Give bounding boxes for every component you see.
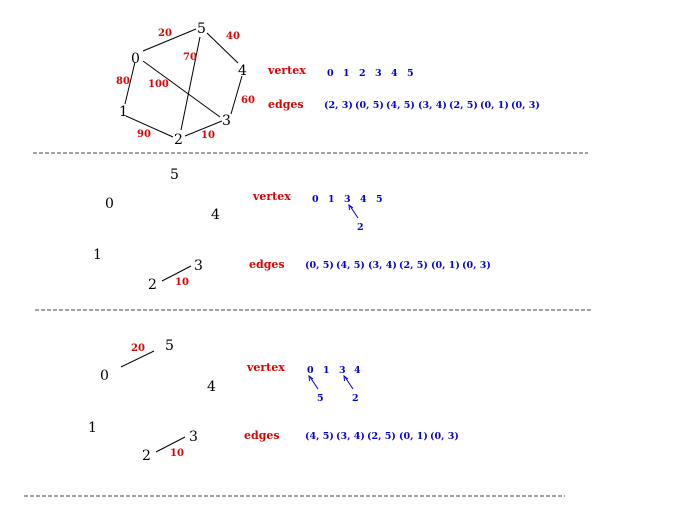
- vertex-item: 4: [360, 194, 367, 205]
- panel-2-graph: 5 0 4 1 3 2 10: [93, 167, 220, 293]
- node-label: 2: [142, 448, 151, 464]
- edge-0-5: [120, 350, 155, 368]
- edge-weight: 10: [175, 277, 189, 288]
- edge-0-5: [142, 28, 197, 52]
- edge-weight: 70: [183, 52, 197, 63]
- vertex-item: 3: [375, 68, 382, 79]
- vertex-item: 0: [327, 68, 334, 79]
- edge-weight: 90: [137, 129, 151, 140]
- edge-item: (3, 4): [336, 431, 365, 442]
- edge-weight: 100: [148, 79, 169, 90]
- edge-weight: 20: [131, 343, 145, 354]
- edges-label: edges: [244, 429, 280, 442]
- vertex-item: 5: [376, 194, 383, 205]
- vertex-label: vertex: [246, 361, 285, 374]
- node-label: 5: [197, 21, 206, 37]
- edge-item: (0, 1): [480, 100, 509, 111]
- vertex-item: 5: [407, 68, 414, 79]
- vertex-item: 1: [323, 365, 330, 376]
- edge-item: (0, 3): [462, 260, 491, 271]
- vertex-label: vertex: [267, 64, 306, 77]
- node-label: 1: [93, 247, 102, 263]
- edge-5-2: [180, 36, 201, 131]
- merged-vertex: 2: [357, 222, 364, 233]
- edge-item: (0, 3): [430, 431, 459, 442]
- merged-vertex: 5: [317, 393, 324, 404]
- edge-item: (4, 5): [336, 260, 365, 271]
- edge-item: (3, 4): [418, 100, 447, 111]
- edge-item: (2, 5): [449, 100, 478, 111]
- vertex-item: 2: [359, 68, 366, 79]
- edge-5-4: [206, 32, 239, 64]
- node-label: 2: [174, 132, 183, 148]
- node-label: 5: [165, 338, 174, 354]
- edge-2-3: [155, 436, 186, 453]
- merge-arrow: [344, 376, 354, 390]
- edge-item: (0, 5): [355, 100, 384, 111]
- edge-item: (2, 5): [367, 431, 396, 442]
- edge-weight: 80: [116, 76, 130, 87]
- vertex-item: 3: [344, 194, 351, 205]
- vertex-item: 4: [354, 365, 361, 376]
- node-label: 4: [207, 379, 216, 395]
- arrow-head: [348, 203, 354, 211]
- node-label: 2: [148, 277, 157, 293]
- panel-1-graph: 0 5 4 1 3 2 20 40 70 80 100 60 90 10: [116, 21, 255, 148]
- vertex-item: 0: [307, 365, 314, 376]
- node-label: 1: [88, 420, 97, 436]
- arrow-head: [343, 374, 349, 382]
- node-label: 0: [105, 196, 114, 212]
- edge-item: (0, 3): [511, 100, 540, 111]
- arrow-head: [308, 374, 314, 382]
- merged-vertex: 2: [352, 393, 359, 404]
- edge-weight: 20: [158, 28, 172, 39]
- edge-1-2: [125, 115, 174, 138]
- vertex-item: 4: [391, 68, 398, 79]
- edge-item: (4, 5): [305, 431, 334, 442]
- vertex-item: 3: [339, 365, 346, 376]
- edge-4-3: [230, 75, 243, 115]
- panel-3-lists: vertex 0 1 3 4 5 2 edges (4, 5) (3, 4) (…: [244, 361, 459, 442]
- vertex-item: 1: [343, 68, 350, 79]
- merge-arrow: [309, 376, 319, 390]
- node-label: 5: [170, 167, 179, 183]
- node-label: 1: [119, 104, 128, 120]
- edges-label: edges: [249, 258, 285, 271]
- edge-weight: 10: [170, 448, 184, 459]
- panel-2-lists: vertex 0 1 3 4 5 2 edges (0, 5) (4, 5) (…: [249, 190, 491, 271]
- edge-item: (3, 4): [368, 260, 397, 271]
- node-label: 0: [100, 368, 109, 384]
- edge-weight: 60: [241, 95, 255, 106]
- vertex-item: 1: [328, 194, 335, 205]
- edge-item: (0, 1): [399, 431, 428, 442]
- panel-1-lists: vertex 0 1 2 3 4 5 edges (2, 3) (0, 5) (…: [267, 64, 540, 111]
- panel-3-graph: 5 0 4 1 3 2 20 10: [88, 338, 216, 464]
- node-label: 4: [238, 63, 247, 79]
- edge-item: (4, 5): [386, 100, 415, 111]
- edge-item: (2, 3): [324, 100, 353, 111]
- node-label: 4: [211, 207, 220, 223]
- edges-label: edges: [268, 98, 304, 111]
- vertex-item: 0: [312, 194, 319, 205]
- edge-weight: 40: [226, 31, 240, 42]
- node-label: 3: [194, 258, 203, 274]
- node-label: 3: [222, 113, 231, 129]
- edge-0-1: [124, 61, 136, 105]
- edge-item: (0, 1): [431, 260, 460, 271]
- edge-2-3: [161, 265, 192, 282]
- merge-arrow: [349, 205, 359, 219]
- edge-2-3: [184, 120, 223, 137]
- node-label: 0: [131, 51, 140, 67]
- node-label: 3: [189, 429, 198, 445]
- edge-0-3: [142, 60, 221, 118]
- edge-item: (2, 5): [399, 260, 428, 271]
- edge-weight: 10: [201, 130, 215, 141]
- vertex-label: vertex: [252, 190, 291, 203]
- edge-item: (0, 5): [305, 260, 334, 271]
